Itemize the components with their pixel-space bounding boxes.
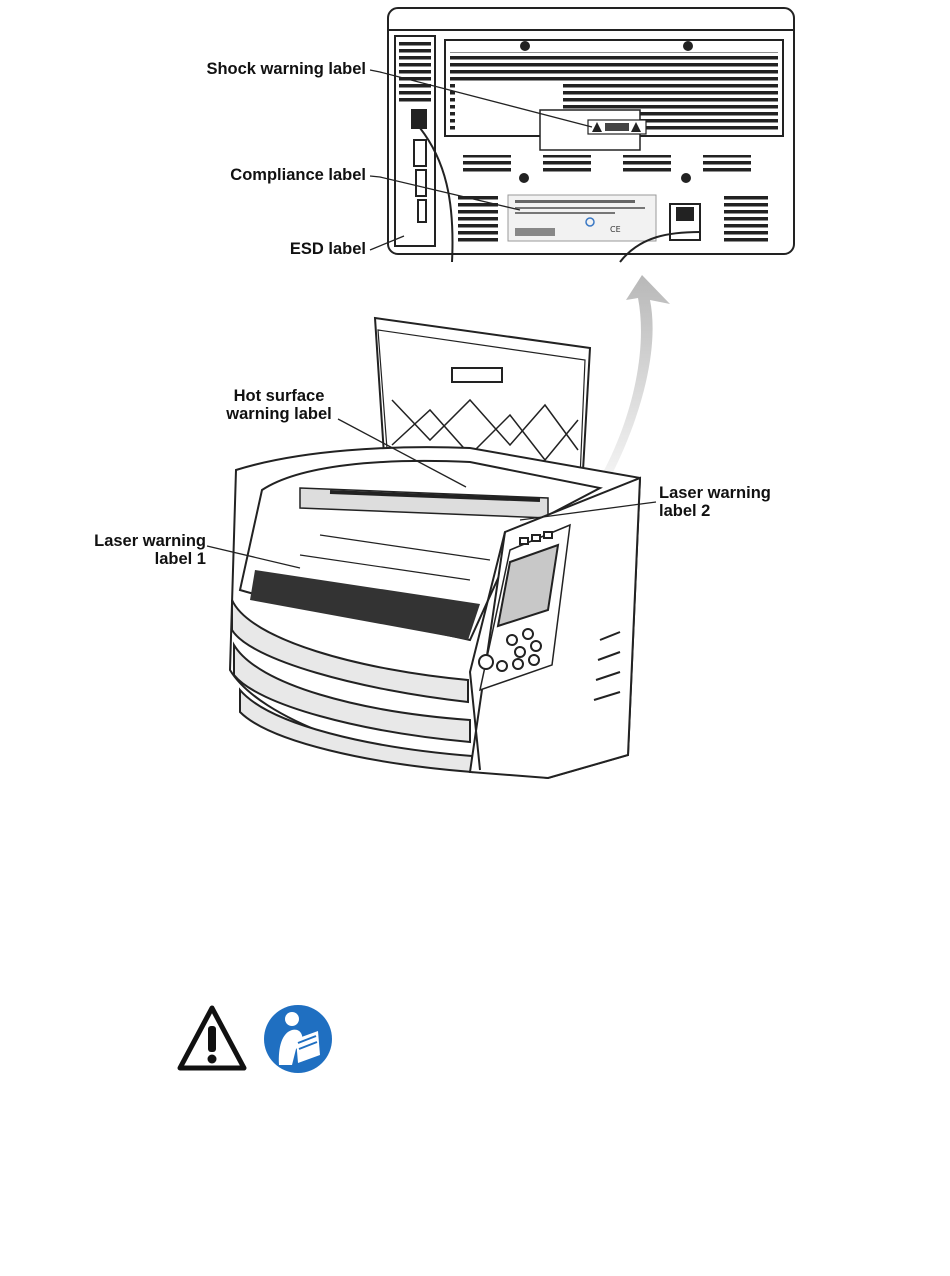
hot-surface-callout-line-1: Hot surface — [206, 387, 352, 405]
hot-surface-callout-line-2: warning label — [206, 405, 352, 423]
laser-1-callout-line-1: Laser warning — [94, 532, 206, 550]
laser-2-callout-line-2: label 2 — [659, 502, 771, 520]
laser-1-callout: Laser warning label 1 — [94, 532, 206, 568]
svg-text:CE: CE — [610, 225, 621, 234]
esd-callout: ESD label — [290, 240, 366, 258]
rotate-view-arrow — [600, 275, 670, 478]
read-manual-icon — [262, 1003, 334, 1075]
printer-rear-view: CE — [388, 8, 794, 262]
shock-warning-callout: Shock warning label — [206, 60, 366, 78]
laser-2-callout: Laser warning label 2 — [659, 484, 771, 520]
warning-triangle-icon — [176, 1004, 248, 1072]
hot-surface-callout: Hot surface warning label — [206, 387, 352, 423]
laser-1-callout-line-2: label 1 — [94, 550, 206, 568]
compliance-callout: Compliance label — [230, 166, 366, 184]
laser-2-callout-line-1: Laser warning — [659, 484, 771, 502]
